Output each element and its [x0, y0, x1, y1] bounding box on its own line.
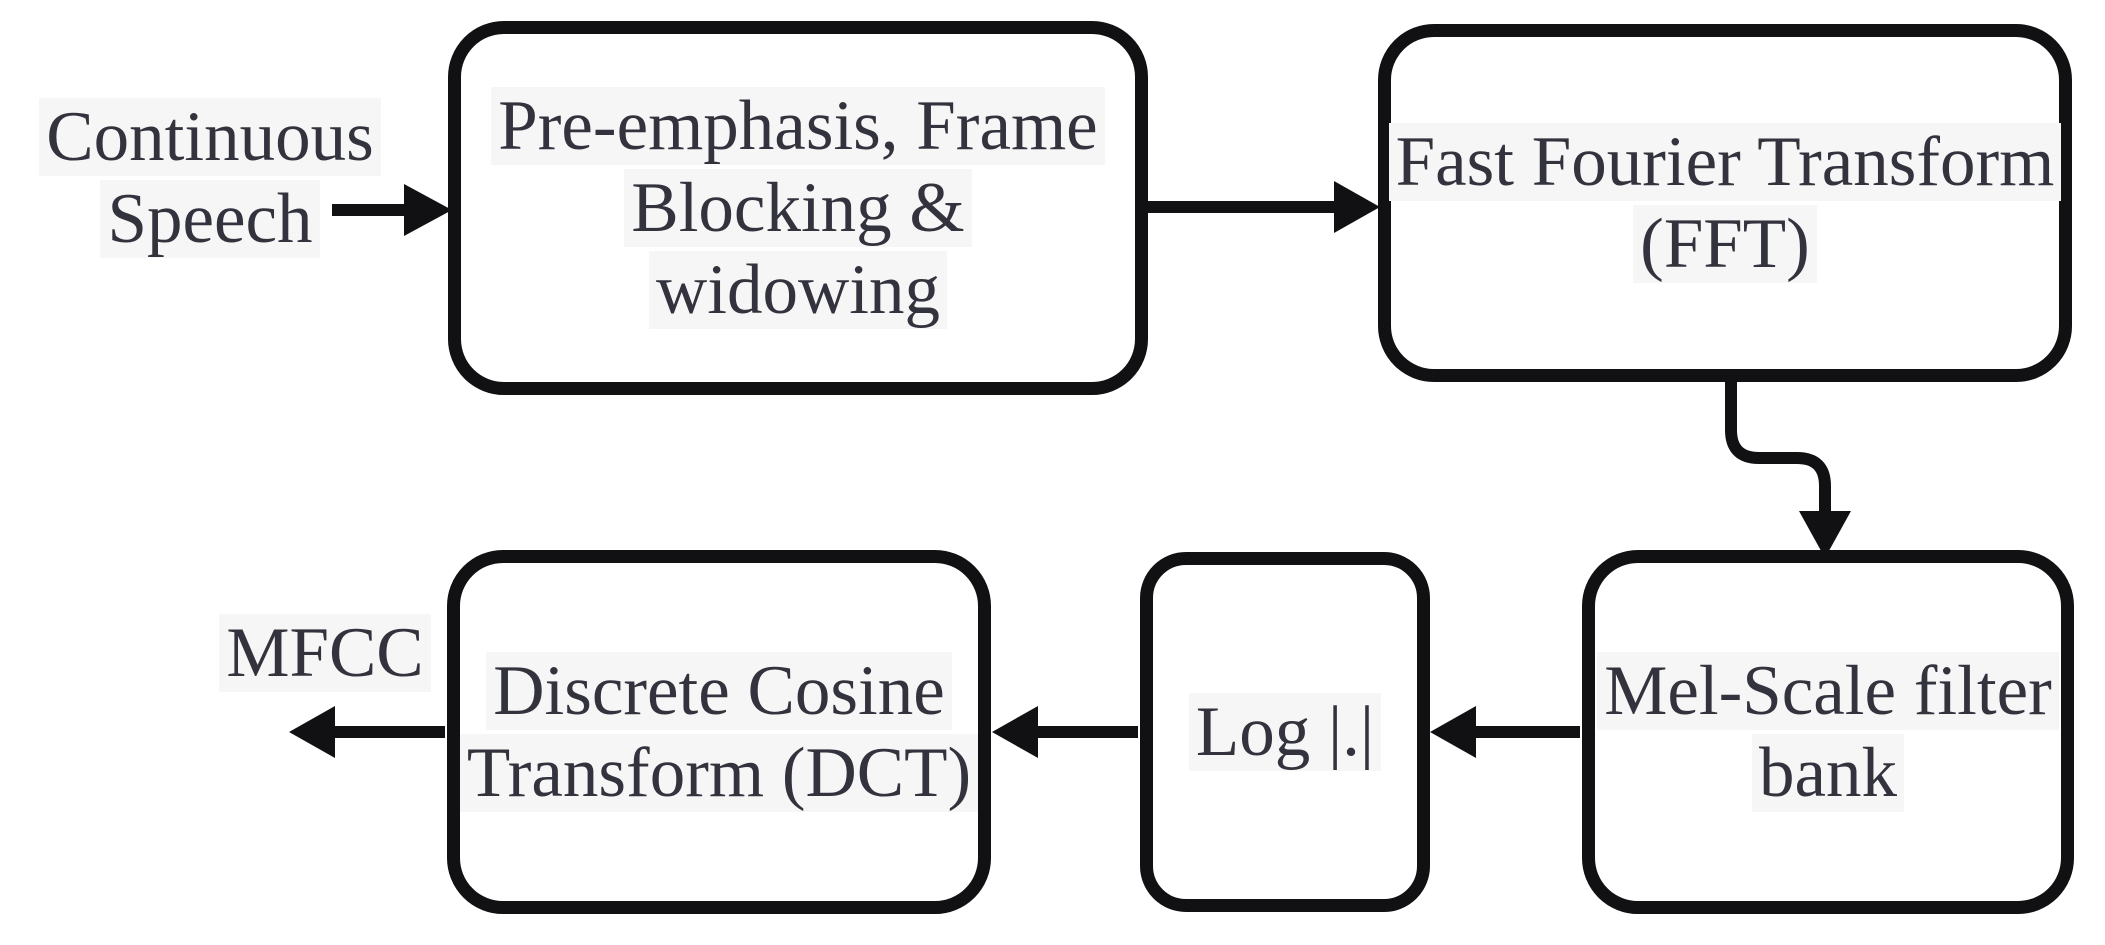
- fft-box: Fast Fourier Transform (FFT): [1378, 24, 2072, 382]
- arrow-log-to-dct: [992, 706, 1138, 758]
- arrow-dct-to-mfcc: [289, 706, 445, 758]
- mfcc-label: MFCC: [200, 612, 450, 694]
- continuous-speech-line2: Speech: [30, 178, 390, 260]
- dct-box: Discrete Cosine Transform (DCT): [447, 550, 991, 914]
- log-magnitude-box: Log |.|: [1140, 552, 1430, 912]
- arrow-mel-to-log: [1430, 706, 1580, 758]
- preemphasis-box: Pre-emphasis, Frame Blocking & widowing: [448, 21, 1148, 395]
- arrow-preemphasis-to-fft: [1148, 181, 1380, 233]
- continuous-speech-label: Continuous Speech: [30, 96, 390, 260]
- continuous-speech-line1: Continuous: [30, 96, 390, 178]
- mfcc-line1: MFCC: [200, 612, 450, 694]
- arrow-fft-to-mel: [1725, 380, 1851, 558]
- mel-filter-bank-box: Mel-Scale filter bank: [1582, 550, 2074, 914]
